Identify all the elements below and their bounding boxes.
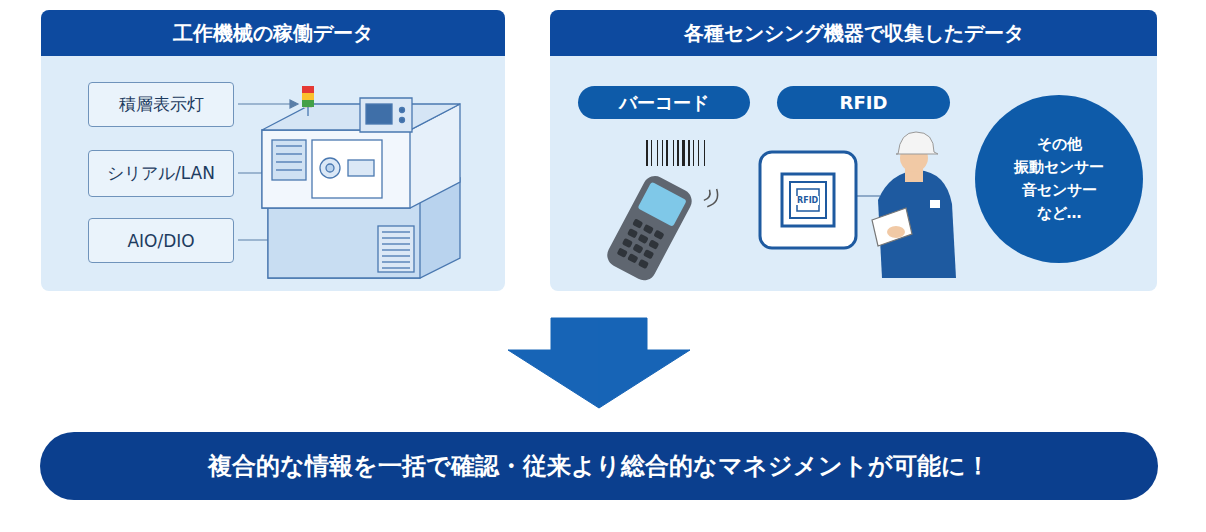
- node-text: RFID: [840, 92, 888, 113]
- category-pill: RFID: [777, 86, 950, 119]
- barcode-symbol: [646, 140, 705, 166]
- label-box: シリアル/LAN: [88, 150, 234, 197]
- flow-arrow: [508, 318, 599, 408]
- label-box: 積層表示灯: [88, 82, 234, 127]
- tag-text: RFID: [796, 196, 819, 205]
- node-text: バーコード: [619, 91, 709, 115]
- node-text: シリアル/LAN: [107, 162, 215, 185]
- handheld-scanner: [603, 158, 721, 294]
- category-pill: バーコード: [578, 86, 750, 119]
- panel-heading: 各種センシング機器で収集したデータ: [550, 10, 1157, 56]
- machine-tool: [262, 86, 460, 278]
- flow-arrow: [599, 318, 690, 408]
- node-text: 積層表示灯: [119, 93, 204, 116]
- data-panel: 各種センシング機器で収集したデータバーコード RFID その他 振動センサー 音セン…: [550, 10, 1157, 291]
- node-text: その他 振動センサー 音センサー など…: [1004, 133, 1114, 226]
- other-sensors-circle: その他 振動センサー 音センサー など…: [975, 95, 1143, 263]
- node-text: 複合的な情報を一括で確認・従来より総合的なマネジメントが可能に！: [208, 450, 990, 482]
- node-text: AIO/DIO: [127, 231, 194, 251]
- leader-lines: [238, 100, 298, 240]
- worker: [872, 132, 956, 278]
- result-band: 複合的な情報を一括で確認・従来より総合的なマネジメントが可能に！: [40, 432, 1158, 500]
- label-box: AIO/DIO: [88, 218, 234, 263]
- rfid-tag: [760, 152, 880, 248]
- data-panel: 工作機械の稼働データ積層表示灯シリアル/LAN AIO/DIO: [41, 10, 505, 291]
- panel-heading: 工作機械の稼働データ: [41, 10, 505, 56]
